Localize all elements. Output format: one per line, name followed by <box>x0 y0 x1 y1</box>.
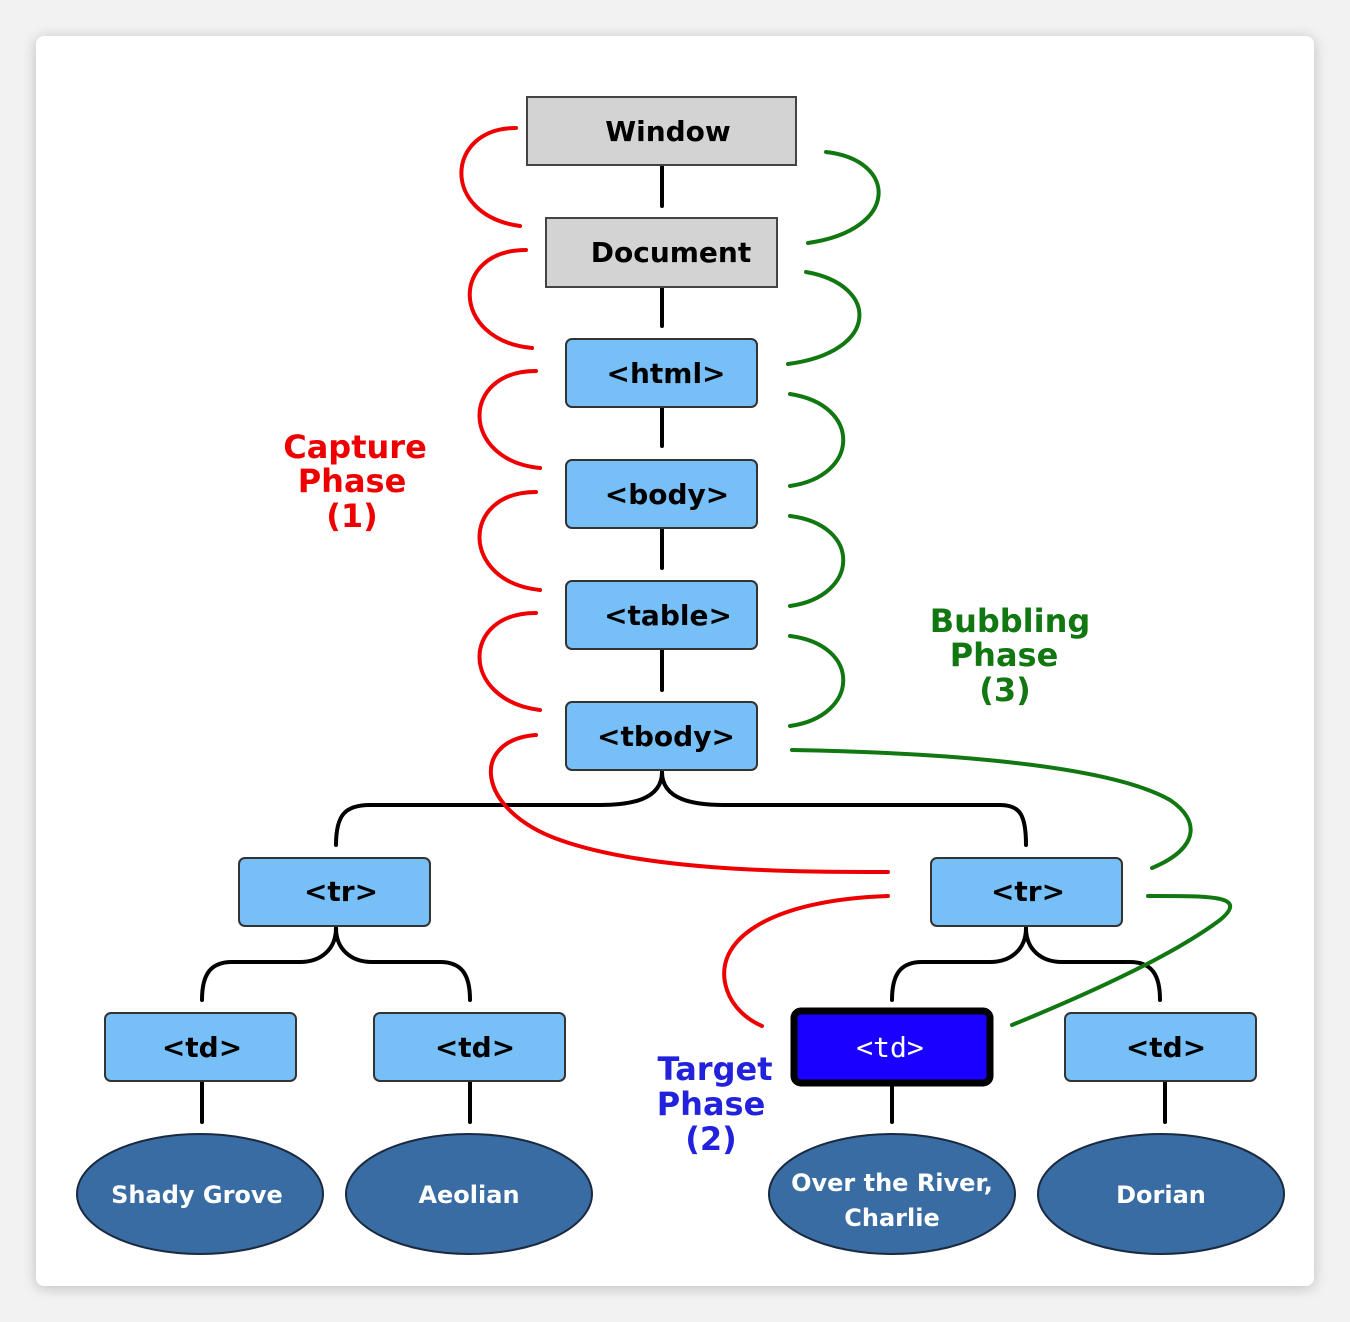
bubble-arc-table-body <box>788 514 846 608</box>
capture-phase-line1: Capture <box>283 428 427 466</box>
capture-arc-tbody-tr <box>488 733 890 874</box>
node-table-label: <table> <box>604 599 732 632</box>
node-html-label: <html> <box>606 357 725 390</box>
target-phase-line1: Target <box>658 1050 773 1088</box>
bubble-arcs <box>786 150 1233 1027</box>
leaf-shady-grove-shape <box>76 1133 324 1255</box>
node-td-target: <td> <box>790 1007 994 1087</box>
bubble-arc-document-window <box>806 150 881 245</box>
node-td-4-label: <td> <box>1126 1031 1206 1064</box>
leaf-over-the-river-label-line2: Charlie <box>844 1204 939 1232</box>
node-tr-left-box <box>238 857 431 927</box>
bubble-arc-tbody-table <box>788 634 846 728</box>
node-td-1-label: <td> <box>162 1031 242 1064</box>
node-body: <body> <box>565 459 758 529</box>
node-td-2-label: <td> <box>435 1031 515 1064</box>
bubble-arc-tr-tbody <box>790 748 1193 870</box>
target-phase-line3: (2) <box>685 1120 737 1158</box>
node-window-box <box>526 96 797 166</box>
bubbling-phase-label: Bubbling Phase (3) <box>930 602 1091 709</box>
node-document-label: Document <box>591 236 752 269</box>
leaf-aeolian-label: Aeolian <box>418 1181 519 1209</box>
node-html-box <box>565 338 758 408</box>
leaf-dorian-shape <box>1037 1133 1285 1255</box>
node-tr-right-box <box>930 857 1123 927</box>
tree-connectors <box>200 164 1167 1124</box>
node-td-1-box <box>104 1012 297 1082</box>
node-window: Window <box>526 96 797 166</box>
node-tr-right-label: <tr> <box>991 875 1065 908</box>
bubble-arc-td-tr <box>1010 893 1233 1027</box>
node-td-2-box <box>373 1012 566 1082</box>
connector-trleft-td1 <box>200 926 338 1002</box>
capture-arc-tr-td <box>722 894 890 1028</box>
node-td-1: <td> <box>104 1012 297 1082</box>
node-tr-right: <tr> <box>930 857 1123 927</box>
node-table-box <box>565 580 758 650</box>
capture-phase-line2: Phase <box>298 462 407 500</box>
node-tr-left: <tr> <box>238 857 431 927</box>
node-document-box <box>545 217 778 288</box>
node-body-box <box>565 459 758 529</box>
node-html: <html> <box>565 338 758 408</box>
leaf-shady-grove: Shady Grove <box>76 1133 324 1255</box>
connector-trright-tdtarget <box>890 926 1028 1002</box>
node-table: <table> <box>565 580 758 650</box>
node-body-label: <body> <box>605 478 730 511</box>
connector-trright-td4 <box>1024 926 1162 1002</box>
capture-phase-line3: (1) <box>326 497 378 535</box>
node-td-4-box <box>1064 1012 1257 1082</box>
capture-phase-label: Capture Phase (1) <box>283 428 427 535</box>
node-tbody-label: <tbody> <box>597 720 735 753</box>
bubbling-phase-line3: (3) <box>979 671 1031 709</box>
leaf-over-the-river: Over the River, Charlie <box>768 1133 1016 1255</box>
capture-arc-table-tbody <box>477 611 542 712</box>
bubbling-phase-line1: Bubbling <box>930 602 1091 640</box>
capture-arcs <box>459 126 890 1028</box>
leaf-aeolian-shape <box>345 1133 593 1255</box>
connector-tbody-tr-right <box>660 770 1028 847</box>
leaf-dorian-label: Dorian <box>1116 1181 1206 1209</box>
leaf-over-the-river-label-line1: Over the River, <box>791 1169 993 1197</box>
connector-trleft-td2 <box>334 926 472 1002</box>
bubbling-phase-line2: Phase <box>950 636 1059 674</box>
node-tbody: <tbody> <box>565 701 758 771</box>
capture-arc-document-html <box>467 248 534 350</box>
capture-arc-html-body <box>477 369 542 470</box>
node-window-label: Window <box>605 115 731 148</box>
node-td-target-label: <td> <box>856 1031 923 1064</box>
capture-arc-window-document <box>459 126 522 228</box>
bubble-arc-html-document <box>786 270 862 366</box>
target-phase-line2: Phase <box>657 1085 766 1123</box>
bubble-arc-body-html <box>788 392 846 488</box>
node-td-target-box <box>790 1007 994 1087</box>
leaf-shady-grove-label: Shady Grove <box>111 1181 283 1209</box>
target-phase-label: Target Phase (2) <box>657 1050 773 1158</box>
node-document: Document <box>545 217 778 288</box>
leaf-over-the-river-shape <box>768 1133 1016 1255</box>
capture-arc-body-table <box>477 490 542 592</box>
node-td-4: <td> <box>1064 1012 1257 1082</box>
connector-tbody-tr-left <box>334 770 664 847</box>
leaf-aeolian: Aeolian <box>345 1133 593 1255</box>
node-tr-left-label: <tr> <box>304 875 378 908</box>
node-td-2: <td> <box>373 1012 566 1082</box>
node-tbody-box <box>565 701 758 771</box>
leaf-dorian: Dorian <box>1037 1133 1285 1255</box>
